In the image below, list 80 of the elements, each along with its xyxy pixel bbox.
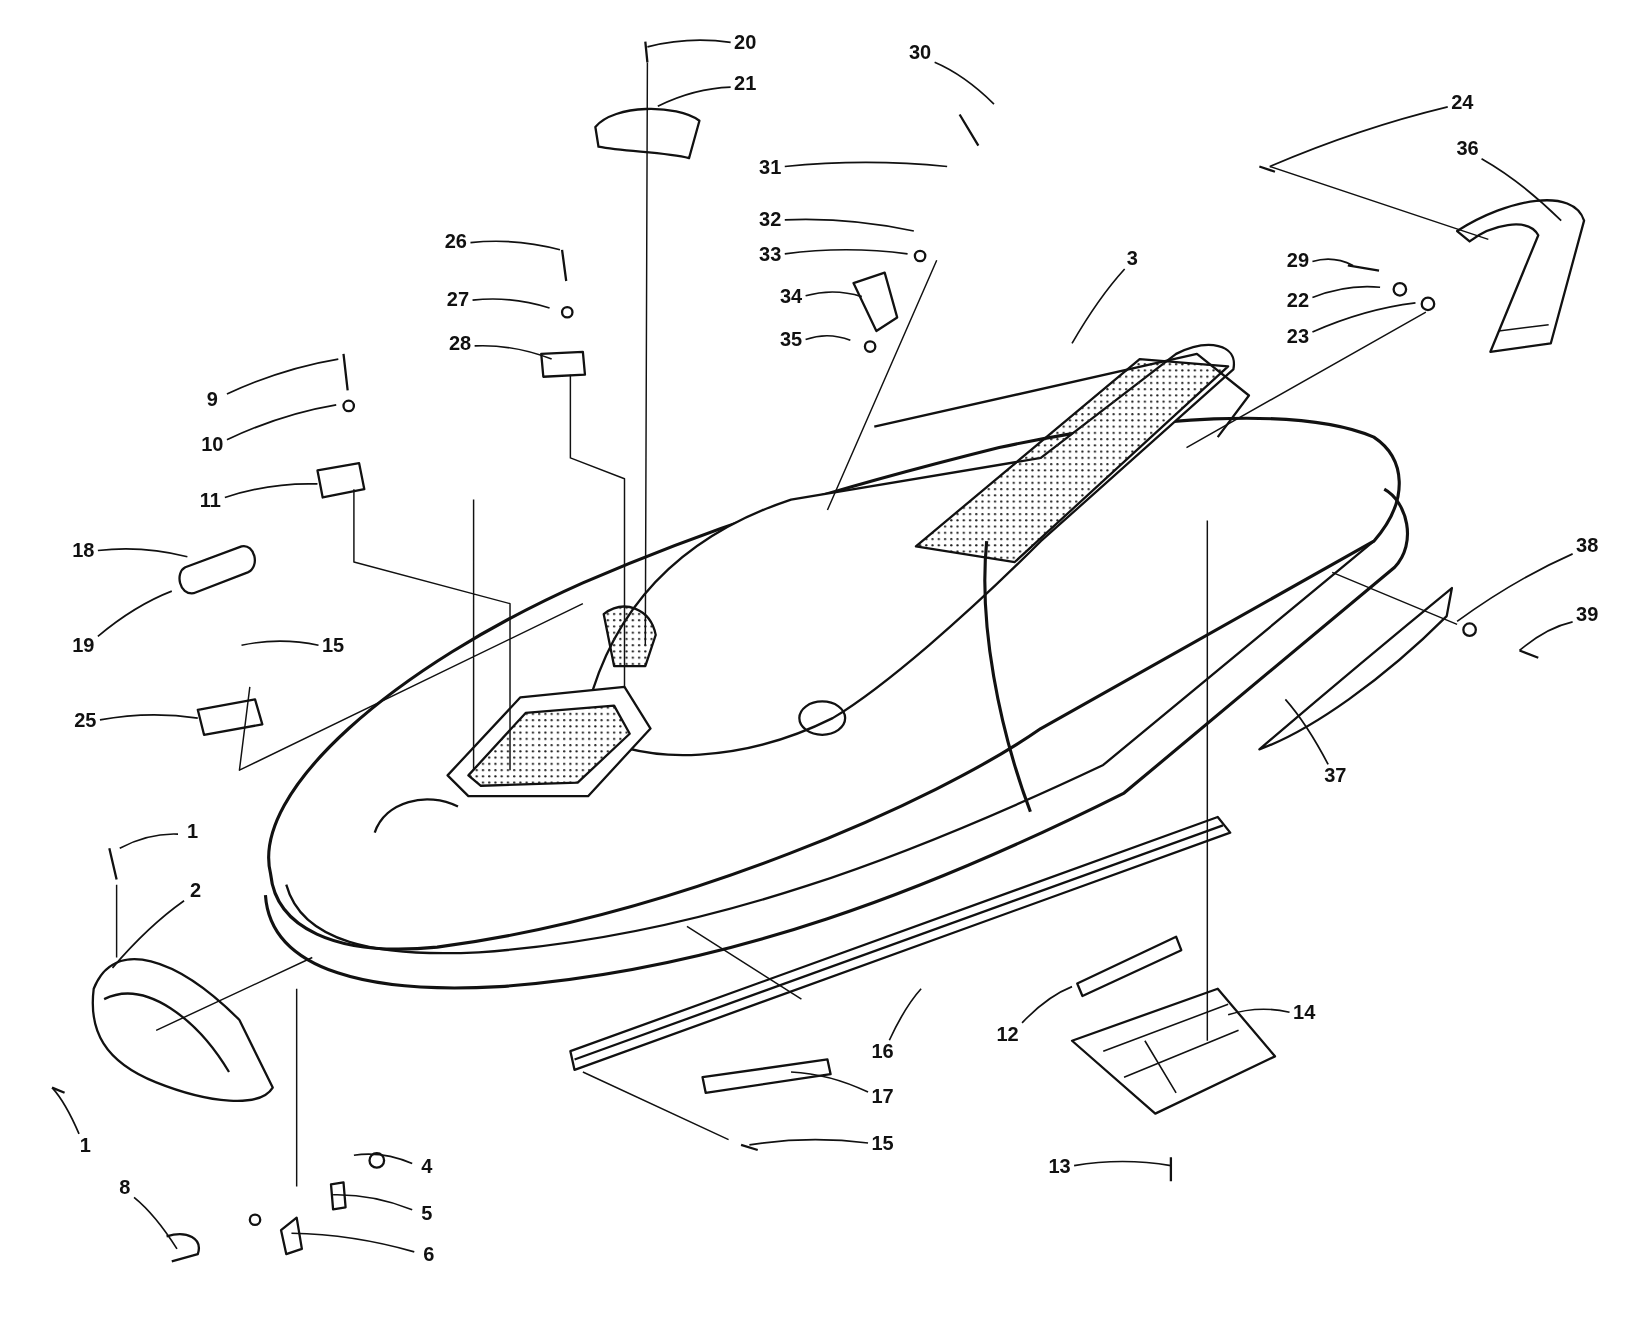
callout-number: 17 — [867, 1084, 898, 1107]
callout-number: 29 — [1282, 249, 1313, 272]
leader-line — [1073, 1160, 1172, 1167]
leader-line — [804, 334, 852, 342]
leader-line — [97, 548, 189, 558]
leader-line — [783, 248, 909, 255]
leader-line — [290, 1232, 416, 1253]
leader-line — [790, 1071, 869, 1093]
leader-line — [240, 640, 320, 647]
callout-number: 22 — [1282, 288, 1313, 311]
callout-number: 14 — [1289, 1000, 1320, 1023]
callout-number: 5 — [411, 1201, 442, 1224]
callout-number: 1 — [177, 819, 208, 842]
leader-line — [97, 590, 173, 638]
leader-line — [471, 298, 551, 309]
callout-number: 30 — [905, 41, 936, 64]
leader-line — [1284, 698, 1329, 766]
leader-line — [226, 358, 340, 395]
leader-line — [332, 1193, 414, 1211]
callout-number: 39 — [1572, 603, 1603, 626]
callout-number: 18 — [68, 538, 99, 561]
leader-line — [888, 987, 922, 1042]
leader-line — [469, 240, 561, 251]
leader-line — [99, 714, 199, 721]
callout-number: 37 — [1320, 764, 1351, 787]
leader-line — [51, 1086, 80, 1135]
leader-line — [1311, 258, 1354, 267]
callout-number: 16 — [867, 1040, 898, 1063]
leader-line — [804, 291, 863, 298]
leader-line — [1227, 1008, 1291, 1016]
callout-number: 4 — [411, 1154, 442, 1177]
callout-number: 35 — [776, 328, 806, 351]
leader-line — [783, 161, 948, 168]
callout-number: 19 — [68, 634, 99, 657]
leader-line — [118, 833, 179, 850]
callout-number: 27 — [442, 287, 473, 310]
callout-number: 38 — [1572, 534, 1603, 557]
leader-line — [783, 218, 915, 232]
callout-number: 24 — [1447, 91, 1478, 113]
callout-number: 34 — [776, 284, 806, 307]
leader-line — [1071, 268, 1126, 345]
leader-line — [646, 39, 732, 48]
leader-line — [111, 899, 185, 969]
callout-number: 33 — [755, 242, 786, 265]
callout-number: 20 — [730, 30, 761, 53]
leader-line — [1480, 157, 1562, 222]
leader-line — [353, 1153, 414, 1165]
callout-number: 12 — [992, 1022, 1023, 1045]
leader-line — [1268, 106, 1449, 168]
leader-line — [1311, 285, 1381, 299]
callout-number: 28 — [445, 332, 476, 355]
callout-number: 9 — [197, 387, 228, 410]
callout-number: 21 — [730, 72, 761, 95]
callout-number: 6 — [413, 1243, 444, 1266]
leader-line — [133, 1196, 178, 1250]
leader-line — [226, 404, 338, 441]
callout-number: 10 — [197, 433, 228, 456]
leader-line — [1021, 985, 1073, 1024]
leader-line — [224, 482, 319, 499]
callout-number: 32 — [755, 207, 786, 230]
leader-line — [748, 1138, 869, 1146]
leader-line — [473, 344, 553, 360]
callout-number: 36 — [1452, 136, 1483, 159]
callout-number: 13 — [1044, 1154, 1075, 1177]
leader-line — [1518, 621, 1574, 652]
callout-number: 26 — [440, 230, 471, 253]
leader-line — [1456, 553, 1574, 623]
callout-number: 2 — [180, 878, 211, 901]
callout-number: 3 — [1117, 247, 1148, 270]
leader-line — [1311, 302, 1417, 333]
callout-number: 25 — [70, 709, 101, 732]
callout-number: 31 — [755, 155, 786, 178]
callout-number: 1 — [70, 1133, 101, 1156]
leader-line — [933, 61, 995, 105]
callout-number: 15 — [867, 1131, 898, 1154]
callout-number: 15 — [318, 634, 349, 657]
callout-number: 23 — [1282, 325, 1313, 348]
callout-number: 11 — [195, 488, 226, 511]
leader-line — [656, 86, 732, 107]
callout-number: 8 — [109, 1175, 140, 1198]
